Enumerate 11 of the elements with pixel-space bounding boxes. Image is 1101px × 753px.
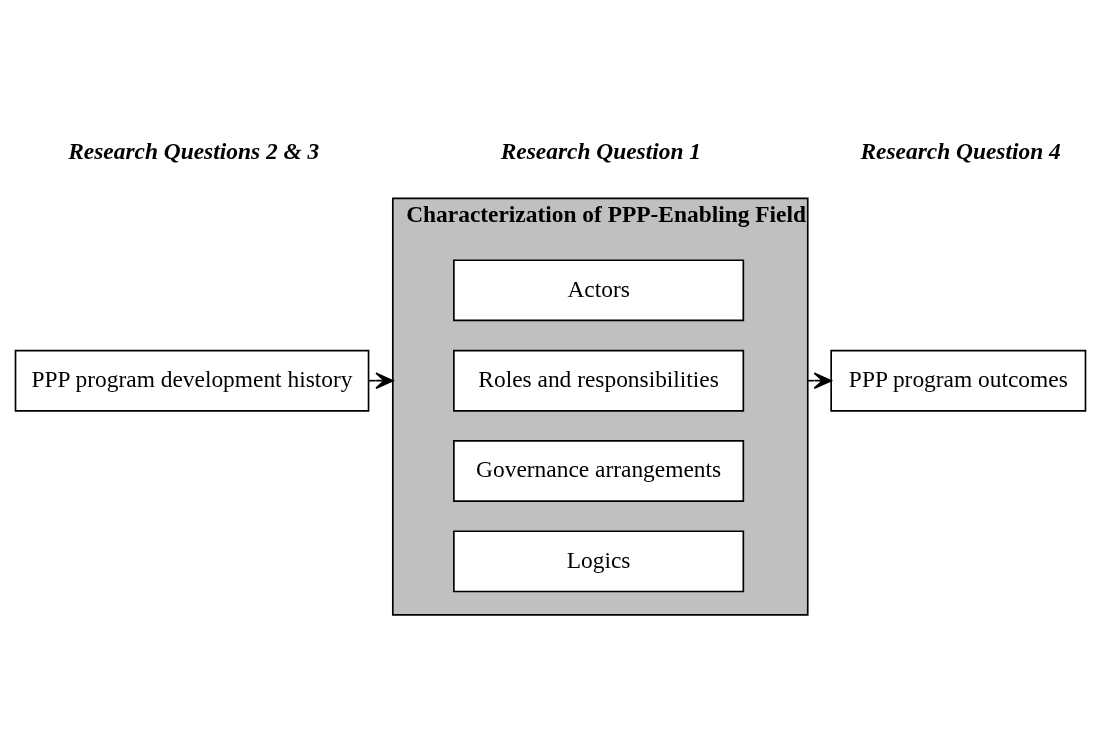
node-box: Logics xyxy=(453,530,745,593)
label: Research Question 4 xyxy=(860,138,1061,165)
label: Research Questions 2 & 3 xyxy=(68,138,320,165)
arrow xyxy=(368,372,394,390)
node-box: PPP program outcomes xyxy=(830,349,1087,412)
node-box: Roles and responsibilities xyxy=(453,349,745,412)
node-box: PPP program development history xyxy=(14,349,370,412)
node-box: Governance arrangements xyxy=(453,440,745,502)
arrow xyxy=(806,372,832,390)
node-box: Actors xyxy=(453,259,745,322)
label: Research Question 1 xyxy=(500,138,702,165)
